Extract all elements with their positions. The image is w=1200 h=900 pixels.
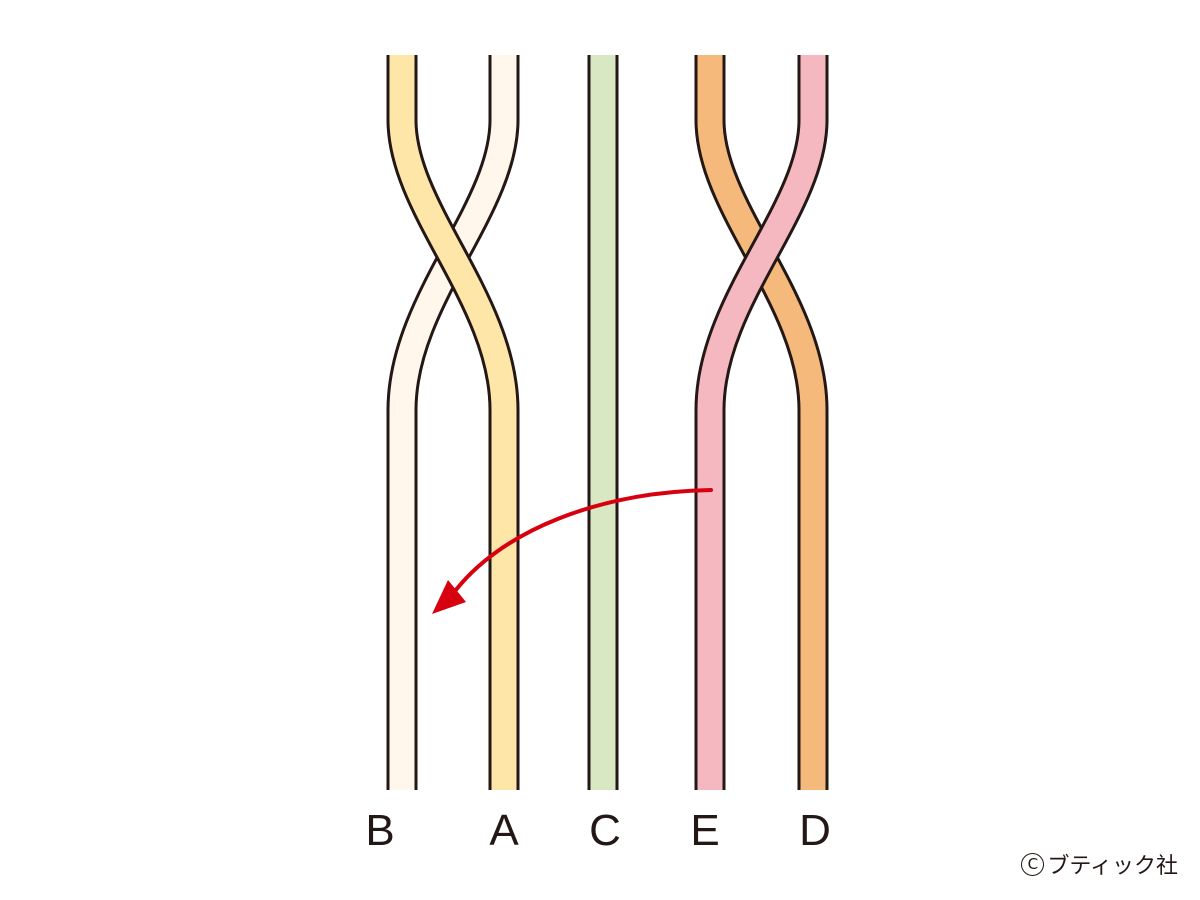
strand-a-fill [389, 55, 517, 790]
strand-e [694, 55, 829, 790]
label-a: A [489, 806, 519, 855]
strand-a [386, 55, 520, 790]
copyright-icon: C [1021, 852, 1045, 876]
move-arrow [432, 488, 713, 614]
label-c: C [589, 806, 621, 855]
copyright-text: ブティック社 [1047, 854, 1178, 879]
label-b: B [365, 806, 394, 855]
label-d: D [799, 806, 831, 855]
arrow-curve [450, 488, 713, 597]
copyright-notice: C ブティック社 [1021, 848, 1178, 880]
label-e: E [690, 806, 719, 855]
strand-e-fill [697, 55, 826, 790]
arrow-head [432, 580, 466, 614]
